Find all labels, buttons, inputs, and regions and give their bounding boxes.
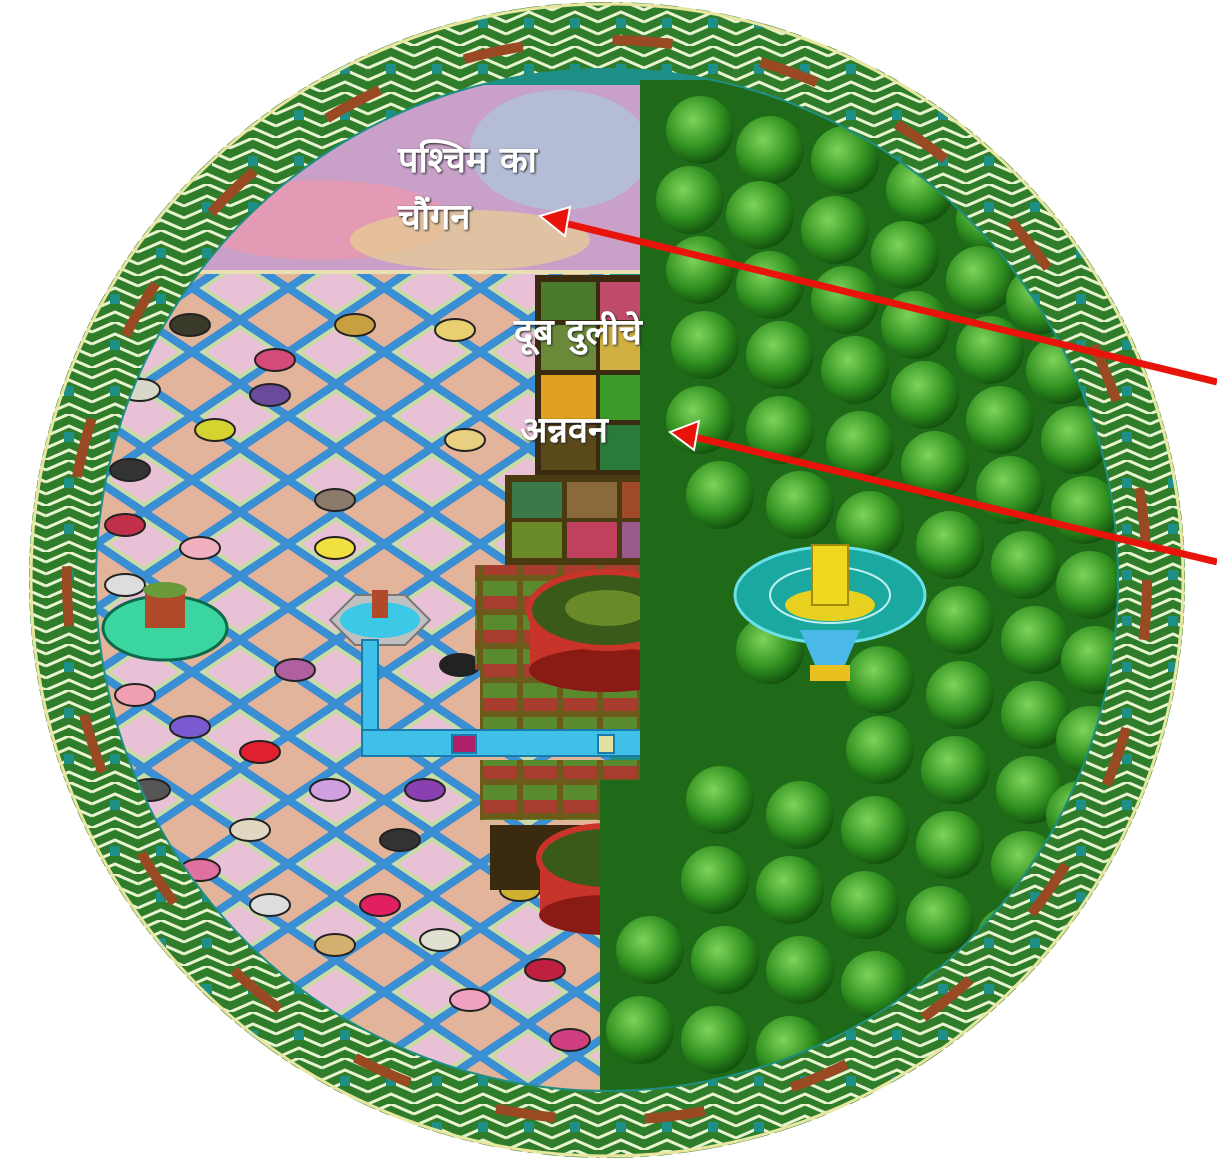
grass-carpet-label: दूब दुलीचे: [514, 312, 642, 353]
west-courtyard-label-line1: पश्चिम का: [398, 140, 537, 181]
grain-forest-label: अन्नवन: [520, 410, 608, 451]
west-courtyard-label-line2: चौंगन: [398, 197, 470, 238]
